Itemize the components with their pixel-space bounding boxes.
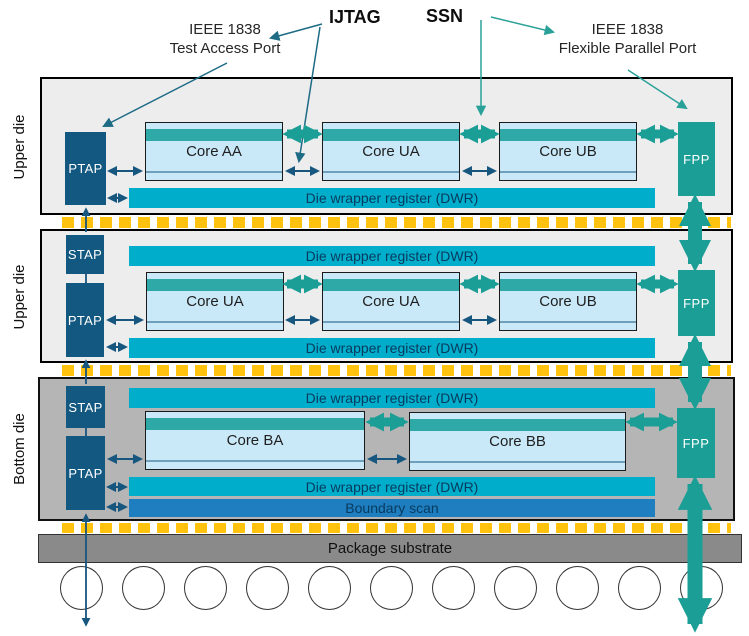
core-scan-path xyxy=(410,461,625,463)
core-wrapper-band xyxy=(500,129,636,141)
die3-core-bb-label: Core BB xyxy=(489,433,546,450)
die1-core-ua: Core UA xyxy=(322,122,460,181)
die3-core-ba-label: Core BA xyxy=(226,432,284,449)
tap-annotation-line2: Test Access Port xyxy=(169,40,281,57)
die1-core-ub: Core UB xyxy=(499,122,637,181)
die1-ptap-label: PTAP xyxy=(68,161,103,176)
die1-side-label: Upper die xyxy=(11,114,28,180)
die2-dwr-top-bar: Die wrapper register (DWR) xyxy=(129,246,655,266)
die2-ptap-block: PTAP xyxy=(66,283,104,357)
die2-ptap-label: PTAP xyxy=(67,312,103,328)
die2-core-ub: Core UB xyxy=(499,272,637,331)
microbump-row-3 xyxy=(62,523,731,533)
tap-annotation-line1: IEEE 1838 xyxy=(189,21,261,38)
die3-stap-label: STAP xyxy=(68,399,103,415)
ssn-label: SSN xyxy=(426,6,464,26)
die2-core-ua1-label: Core UA xyxy=(186,293,244,310)
core-scan-path xyxy=(146,460,364,462)
core-wrapper-band xyxy=(500,279,636,291)
die2-dwr-bottom-label: Die wrapper register (DWR) xyxy=(305,340,479,356)
solder-ball xyxy=(432,566,475,610)
core-wrapper-band xyxy=(147,279,283,291)
die1-dwr-label: Die wrapper register (DWR) xyxy=(305,190,479,206)
die2-core-ua1: Core UA xyxy=(146,272,284,331)
die1-core-ua-label: Core UA xyxy=(362,143,420,160)
microbump-row-2 xyxy=(62,365,731,376)
core-scan-path xyxy=(500,321,636,323)
die1-core-aa-label: Core AA xyxy=(186,143,242,160)
core-scan-path xyxy=(500,171,636,173)
die1-fpp-block: FPP xyxy=(678,122,715,196)
die3-side-label: Bottom die xyxy=(11,413,28,485)
die3-core-bb: Core BB xyxy=(409,412,626,471)
solder-ball xyxy=(618,566,661,610)
die3-boundary-scan-label: Boundary scan xyxy=(345,500,439,516)
die3-dwr-bottom-label: Die wrapper register (DWR) xyxy=(305,478,479,495)
die1-dwr-bar: Die wrapper register (DWR) xyxy=(129,188,655,208)
package-substrate: Package substrate xyxy=(38,534,742,563)
package-substrate-label: Package substrate xyxy=(327,540,453,557)
core-wrapper-band xyxy=(323,279,459,291)
die3-core-ba: Core BA xyxy=(145,411,365,470)
solder-ball xyxy=(308,566,351,610)
core-scan-path xyxy=(323,321,459,323)
fpp-annotation-line1: IEEE 1838 xyxy=(591,21,664,38)
die2-dwr-bottom-bar: Die wrapper register (DWR) xyxy=(129,338,655,358)
die2-fpp-block: FPP xyxy=(678,270,715,336)
die3-ptap-label: PTAP xyxy=(68,465,103,481)
die2-core-ub-label: Core UB xyxy=(539,293,597,310)
die2-dwr-top-label: Die wrapper register (DWR) xyxy=(305,248,479,264)
die3-fpp-label: FPP xyxy=(682,435,710,451)
core-wrapper-band xyxy=(410,419,625,431)
ijtag-label: IJTAG xyxy=(329,7,381,27)
die2-stap-block: STAP xyxy=(66,235,104,274)
die3-ptap-block: PTAP xyxy=(66,436,105,510)
tap-annotation: IEEE 1838 Test Access Port xyxy=(140,20,310,58)
core-scan-path xyxy=(147,321,283,323)
die3-fpp-block: FPP xyxy=(677,408,715,478)
die1-core-ub-label: Core UB xyxy=(539,143,597,160)
solder-ball xyxy=(60,566,103,610)
fpp-annotation: IEEE 1838 Flexible Parallel Port xyxy=(535,20,720,58)
die3-stap-block: STAP xyxy=(66,386,105,428)
die3-boundary-scan-bar: Boundary scan xyxy=(129,499,655,517)
die2-core-ua2: Core UA xyxy=(322,272,460,331)
microbump-row-1 xyxy=(62,217,731,228)
die2-stap-label: STAP xyxy=(67,247,103,262)
core-wrapper-band xyxy=(146,418,364,430)
die1-fpp-label: FPP xyxy=(683,151,710,167)
solder-ball xyxy=(184,566,227,610)
die1-core-aa: Core AA xyxy=(145,122,283,181)
core-wrapper-band xyxy=(323,129,459,141)
solder-ball xyxy=(122,566,165,610)
core-scan-path xyxy=(146,171,282,173)
die3-dwr-top-bar: Die wrapper register (DWR) xyxy=(129,388,655,408)
solder-ball xyxy=(680,566,723,610)
fpp-annotation-line2: Flexible Parallel Port xyxy=(558,40,697,57)
solder-ball xyxy=(556,566,599,610)
die2-fpp-label: FPP xyxy=(683,295,710,311)
die3-dwr-bottom-bar: Die wrapper register (DWR) xyxy=(129,477,655,496)
die2-core-ua2-label: Core UA xyxy=(362,293,420,310)
core-wrapper-band xyxy=(146,129,282,141)
die1-ptap-block: PTAP xyxy=(65,132,106,205)
die2-side-label: Upper die xyxy=(11,264,28,330)
solder-ball xyxy=(246,566,289,610)
solder-ball xyxy=(494,566,537,610)
solder-ball xyxy=(370,566,413,610)
die3-dwr-top-label: Die wrapper register (DWR) xyxy=(305,390,479,406)
core-scan-path xyxy=(323,171,459,173)
